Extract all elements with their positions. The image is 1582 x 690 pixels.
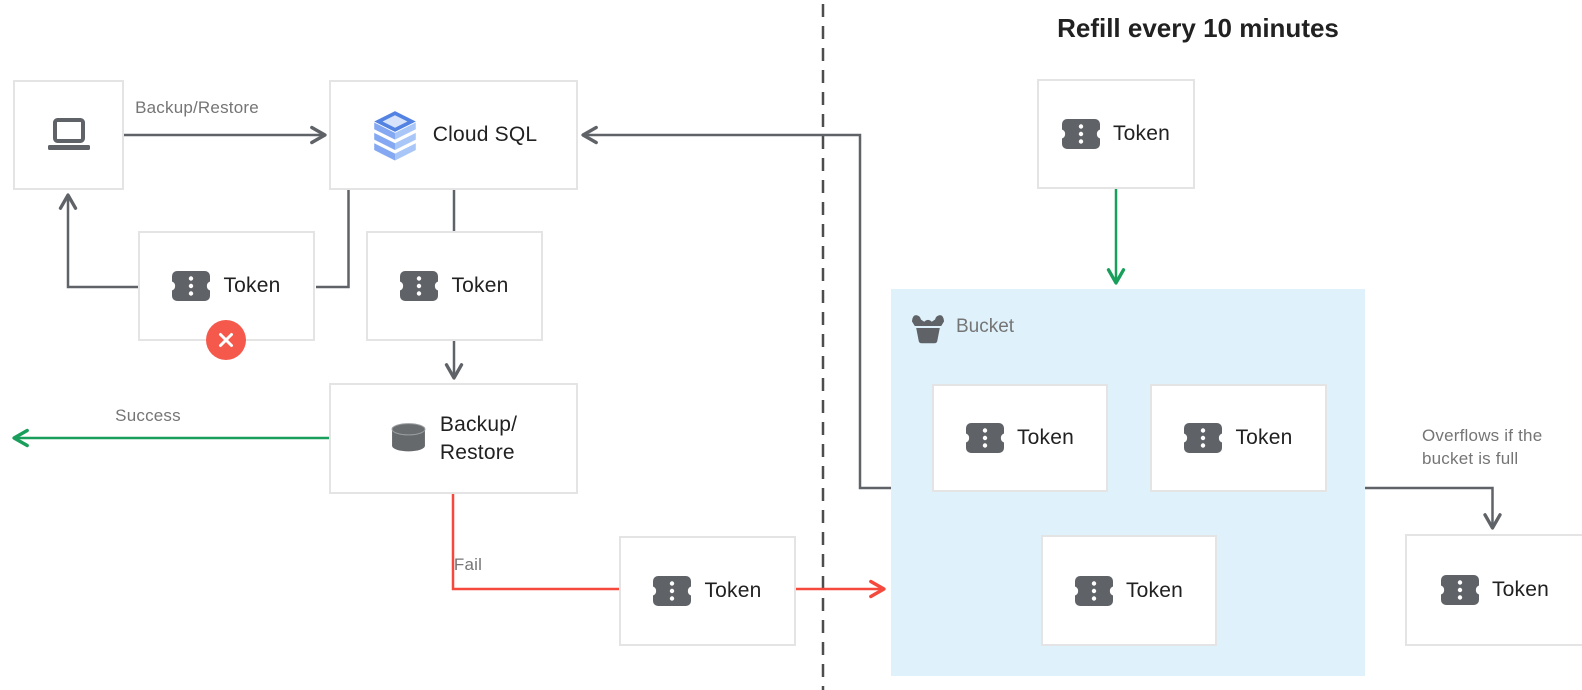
token-node-bucket-1: Token [932, 384, 1108, 492]
edge-bucket-to-cloudsql [581, 125, 891, 490]
backup-restore-edge-label: Backup/Restore [135, 98, 259, 117]
token-label: Token [1235, 426, 1293, 449]
ticket-icon [400, 271, 439, 301]
ticket-icon [172, 271, 211, 301]
cloud-sql-node: Cloud SQL [329, 80, 578, 190]
token-node-cloudsql: Token [366, 231, 543, 341]
laptop-icon [46, 117, 92, 153]
token-label: Token [223, 274, 281, 297]
ticket-icon [653, 576, 692, 606]
ticket-icon [1440, 575, 1479, 605]
fail-edge-label: Fail [453, 555, 483, 574]
token-node-refill: Token [1037, 79, 1195, 189]
backup-restore-node: Backup/ Restore [329, 383, 578, 494]
client-node [13, 80, 124, 190]
edge-fail-to-token [451, 494, 619, 591]
token-label: Token [1016, 426, 1075, 449]
x-circle-icon [206, 320, 246, 360]
backup-restore-label: Backup/ Restore [439, 413, 518, 464]
edge-overflow [1365, 486, 1502, 530]
token-label: Token [451, 274, 509, 297]
bucket-label: Bucket [911, 310, 1014, 344]
bucket-label-text: Bucket [956, 316, 1015, 337]
token-label: Token [704, 579, 762, 602]
ticket-icon [1184, 423, 1223, 453]
bucket-icon [911, 310, 945, 344]
token-node-bucket-2: Token [1150, 384, 1327, 492]
token-node-fail: Token [619, 536, 796, 646]
overflow-edge-label: Overflows if the bucket is full [1422, 426, 1543, 468]
refill-title: Refill every 10 minutes [1057, 13, 1339, 43]
cloud-sql-label: Cloud SQL [432, 123, 538, 146]
token-node-denied: Token [138, 231, 315, 360]
ticket-icon [965, 423, 1004, 453]
ticket-icon [1061, 119, 1100, 149]
edge-denied-token-to-client [58, 193, 138, 289]
cloud-sql-icon [370, 109, 420, 162]
ticket-icon [1074, 575, 1113, 606]
token-label: Token [1112, 122, 1171, 145]
token-node-bucket-3: Token [1041, 535, 1217, 646]
database-icon [390, 423, 427, 454]
token-label: Token [1125, 578, 1184, 602]
token-label: Token [1491, 578, 1550, 601]
edge-cloudsql-to-denied-token [316, 190, 350, 289]
success-edge-label: Success [115, 406, 181, 425]
token-node-overflow: Token [1405, 534, 1582, 646]
